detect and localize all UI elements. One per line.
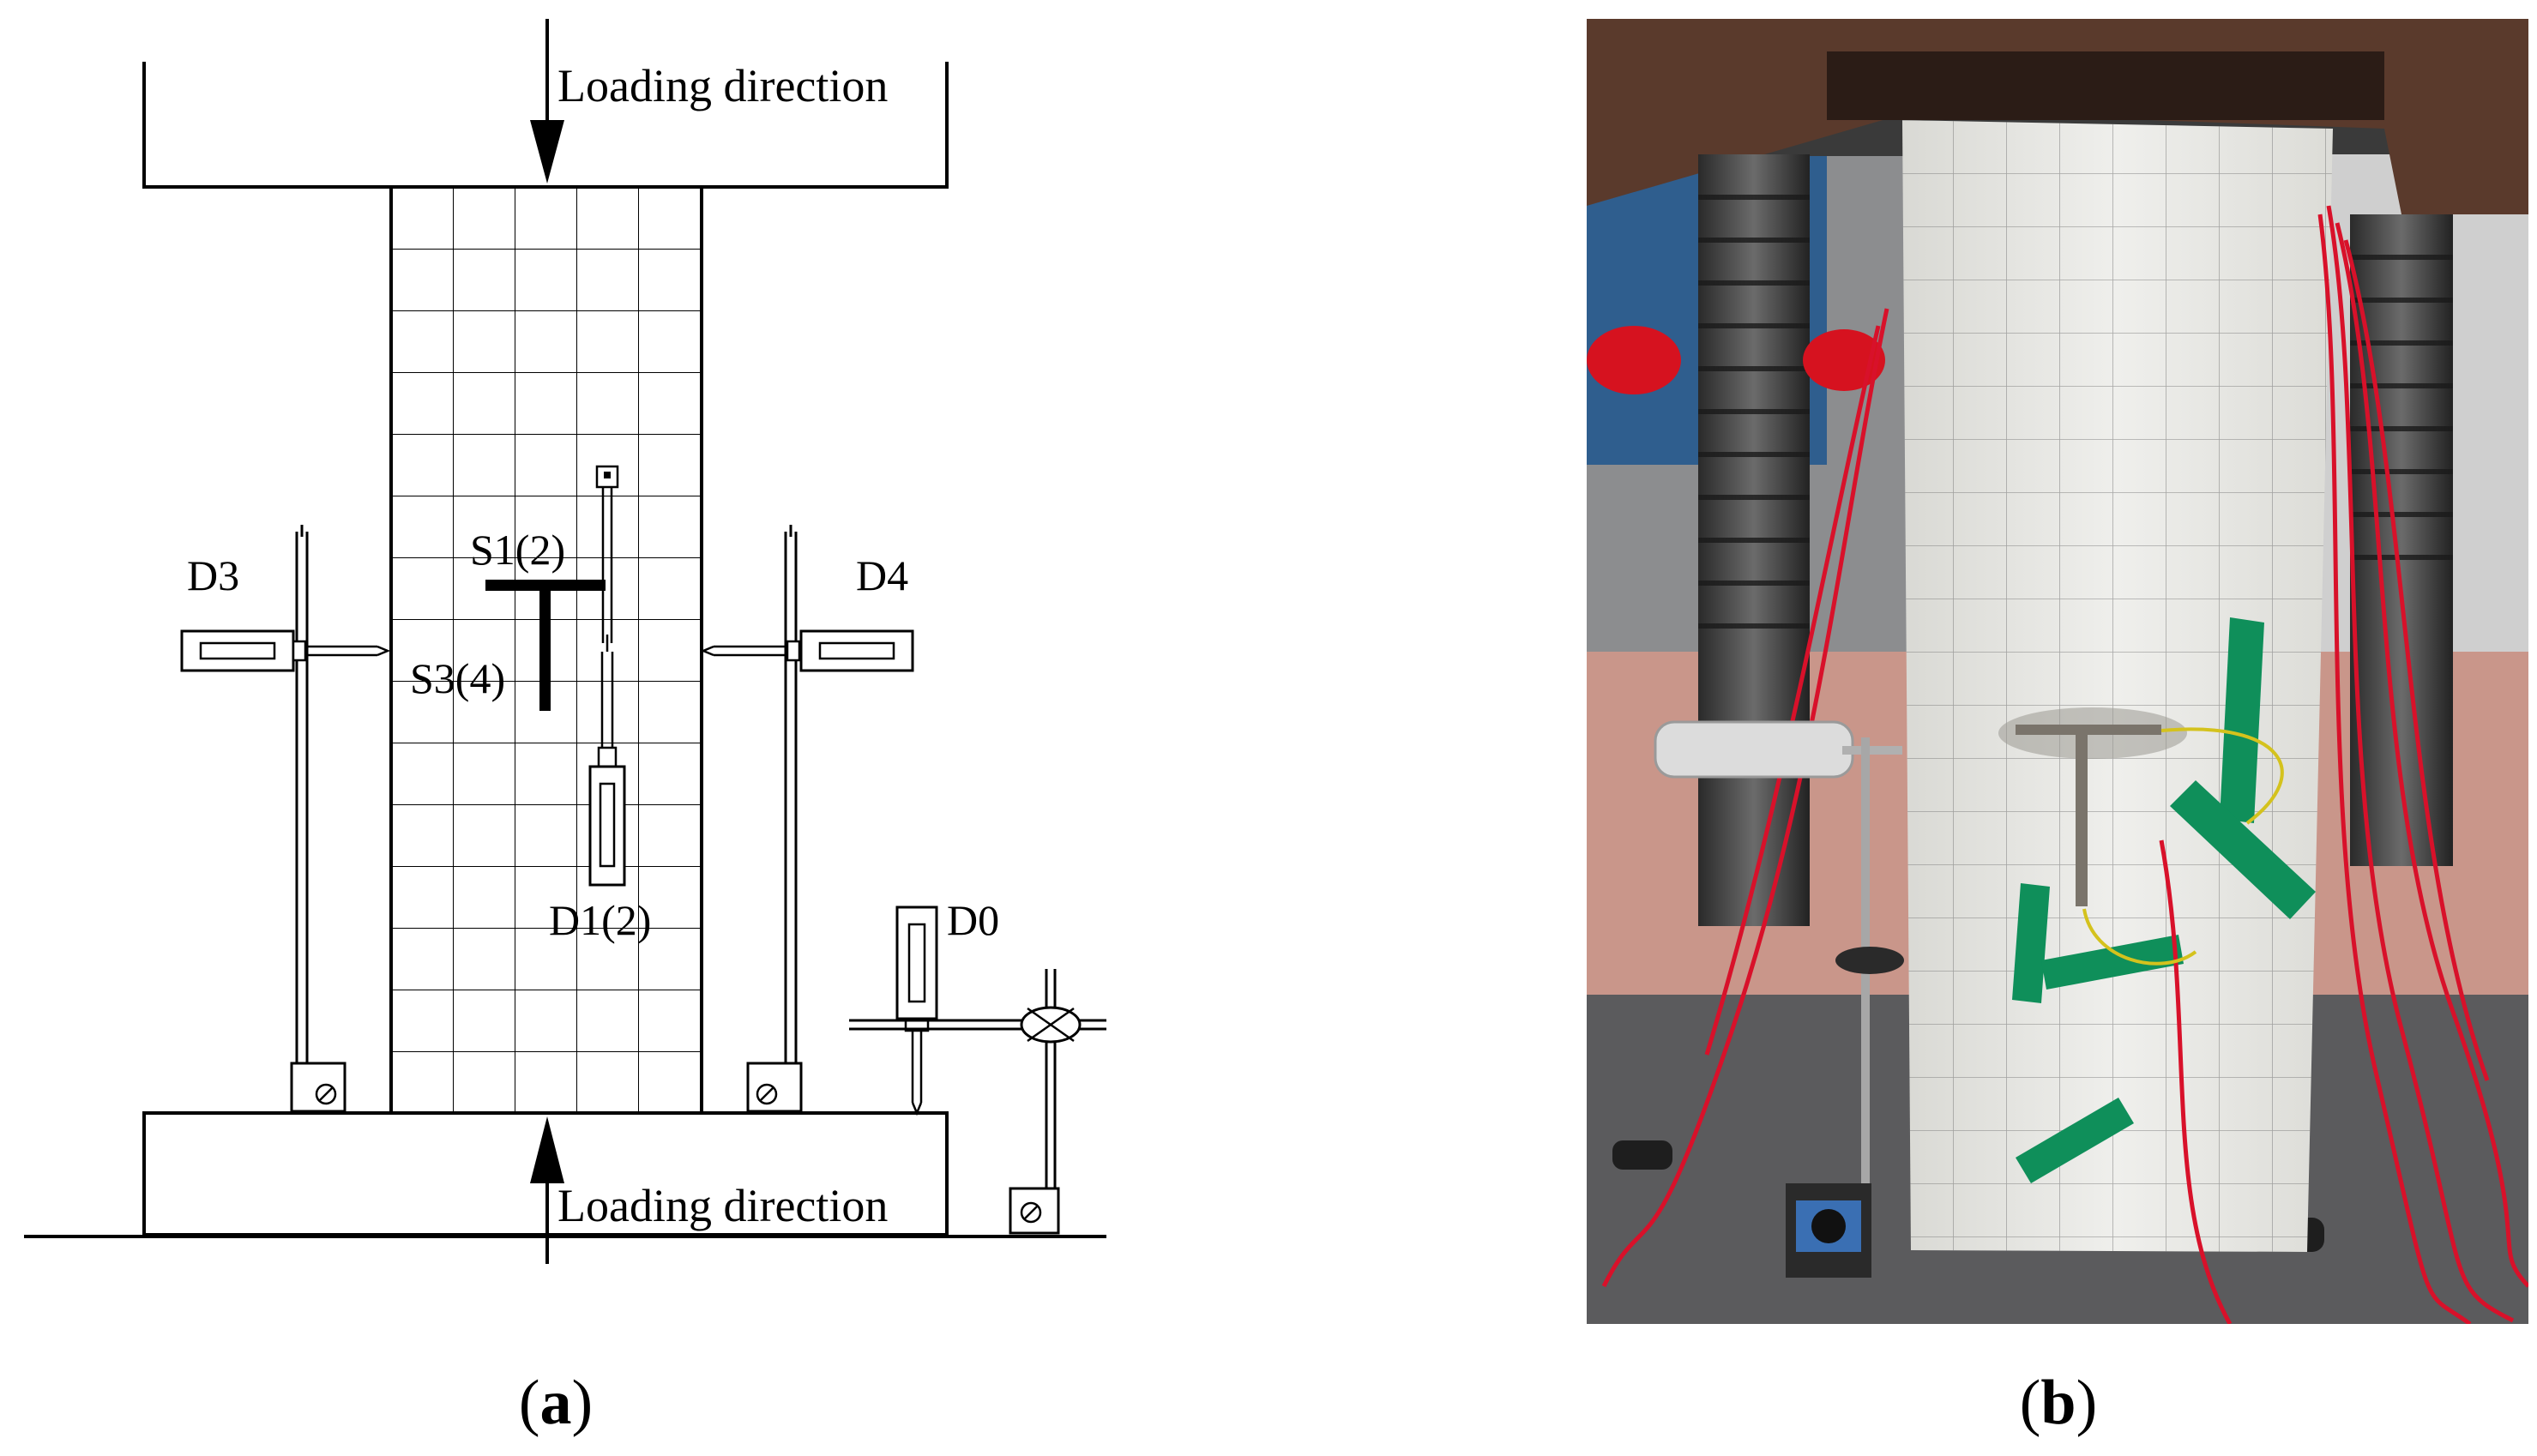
gauge-d4-label: D4 <box>856 551 908 599</box>
bottom-load-arrow <box>530 1116 564 1264</box>
top-load-label: Loading direction <box>557 60 888 111</box>
panel-a-caption: (a) <box>519 1368 593 1438</box>
hard-hat-left <box>1587 326 1681 394</box>
gauge-d4-assembly <box>700 525 914 1113</box>
strain-gauge-s3-label: S3(4) <box>410 654 505 702</box>
bottom-load-label: Loading direction <box>557 1180 888 1231</box>
top-load-arrow <box>530 19 564 184</box>
photo-scene <box>1587 19 2528 1324</box>
hard-hat-right <box>1803 329 1885 391</box>
strain-gauge-s1 <box>485 580 606 591</box>
gauge-d1-label: D1(2) <box>549 896 651 944</box>
gauge-d0-magnetic-base <box>1009 1187 1060 1235</box>
red-wires <box>1601 205 2528 1324</box>
gauge-d0-assembly <box>849 905 1106 1235</box>
green-tapes <box>2012 617 2316 1183</box>
right-spring-column <box>2350 214 2453 866</box>
gauge-d3-label: D3 <box>187 551 239 599</box>
photo-lvdt-left <box>1654 720 1854 779</box>
strain-gauge-s1-label: S1(2) <box>470 526 565 574</box>
panel-b-photo: (b) <box>1587 19 2528 1438</box>
panel-b-caption: (b) <box>2020 1368 2097 1438</box>
strain-gauge-s3 <box>539 591 551 711</box>
gauge-d0-label: D0 <box>947 896 999 944</box>
gauge-d3-assembly <box>180 525 391 1113</box>
gauge-d1-assembly <box>588 465 626 887</box>
panel-a-schematic: Loading direction Loading direction D3 <box>24 19 1106 1438</box>
